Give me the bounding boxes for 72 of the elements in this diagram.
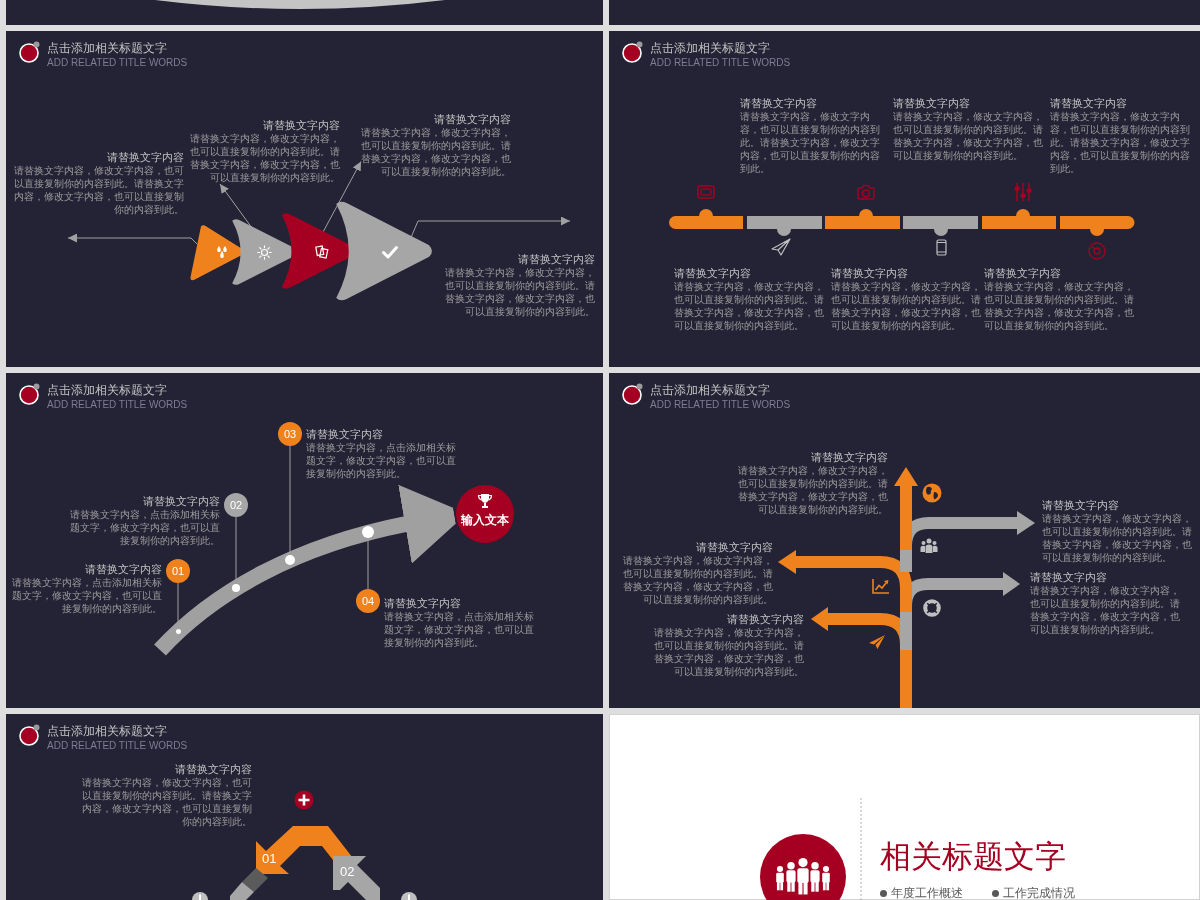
heading-text: 请替换文字内容 <box>1050 96 1127 110</box>
bullet-text: 年度工作概述 <box>891 886 963 900</box>
step-number: 01 <box>262 851 277 866</box>
slide-subtitle: ADD RELATED TITLE WORDS <box>650 399 791 411</box>
heading-text: 请替换文字内容 <box>811 450 888 464</box>
step-number: 02 <box>340 864 355 879</box>
heading-text: 请替换文字内容 <box>85 562 162 576</box>
heading-text: 请替换文字内容 <box>740 96 817 110</box>
step-marker <box>356 589 380 613</box>
section-title: 相关标题文字 <box>880 839 1066 874</box>
body-text: 请替换文字内容，点击添加相关标题文字，修改文字内容，也可以直接复制你的内容到此。 <box>384 610 534 649</box>
heading-text: 请替换文字内容 <box>674 266 751 280</box>
heading-text: 请替换文字内容 <box>831 266 908 280</box>
circle-label: 输入文本 <box>461 513 509 527</box>
body-text: 请替换文字内容，修改文字内容，也可以直接复制你的内容到此。请替换文字内容，修改文字内容，也可以直接复制你的内容到此。 <box>1030 584 1180 636</box>
heading-text: 请替换文字内容 <box>175 762 252 776</box>
step-marker <box>278 422 302 446</box>
heading-text: 请替换文字内容 <box>384 596 461 610</box>
body-text: 请替换文字内容，修改文字内容，也可以直接复制你的内容到此。请替换文字内容，修改文字内容，也可以直接复制你的内容到此。 <box>740 110 881 175</box>
bullet-text: 工作完成情况 <box>1003 886 1075 900</box>
goal-circle <box>456 485 514 543</box>
slide-title: 点击添加相关标题文字 <box>650 383 770 397</box>
body-text: 请替换文字内容，修改文字内容，也可以直接复制你的内容到此。请替换文字内容，修改文字内容，也可以直接复制你的内容到此。 <box>893 110 1043 162</box>
heading-text: 请替换文字内容 <box>143 494 220 508</box>
heading-text: 请替换文字内容 <box>893 96 970 110</box>
slide-panel <box>6 714 603 900</box>
body-text: 请替换文字内容，点击添加相关标题文字，修改文字内容，也可以直接复制你的内容到此。 <box>70 508 220 547</box>
step-marker <box>166 559 190 583</box>
heading-text: 请替换文字内容 <box>1030 570 1107 584</box>
body-text: 请替换文字内容，修改文字内容，也可以直接复制你的内容到此。请替换文字内容，修改文字内容，也可以直接复制你的内容到此。 <box>1050 110 1191 175</box>
heading-text: 请替换文字内容 <box>984 266 1061 280</box>
slide-panel <box>6 0 603 25</box>
step-number: 02 <box>229 499 243 511</box>
heading-text: 请替换文字内容 <box>107 150 184 164</box>
slide-title: 点击添加相关标题文字 <box>47 383 167 397</box>
body-text: 请替换文字内容，修改文字内容，也可以直接复制你的内容到此。请替换文字内容，修改文字内容，也可以直接复制你的内容到此。 <box>623 554 773 606</box>
heading-text: 请替换文字内容 <box>434 112 511 126</box>
body-text: 请替换文字内容，修改文字内容，也可以直接复制你的内容到此。请替换文字内容，修改文字内容，也可以直接复制你的内容到此。 <box>674 280 824 332</box>
body-text: 请替换文字内容，修改文字内容，也可以直接复制你的内容到此。请替换文字内容，修改文字内容，也可以直接复制你的内容到此。 <box>361 126 511 178</box>
slide-panel <box>609 714 1200 900</box>
heading-text: 请替换文字内容 <box>1042 498 1119 512</box>
step-number: 01 <box>171 565 185 577</box>
slide-subtitle: ADD RELATED TITLE WORDS <box>47 57 188 69</box>
body-text: 请替换文字内容，修改文字内容，也可以直接复制你的内容到此。请替换文字内容，修改文字内容，也可以直接复制你的内容到此。 <box>14 164 184 216</box>
slide-subtitle: ADD RELATED TITLE WORDS <box>47 399 188 411</box>
heading-text: 请替换文字内容 <box>263 118 340 132</box>
heading-text: 请替换文字内容 <box>518 252 595 266</box>
step-marker <box>224 493 248 517</box>
body-text: 请替换文字内容，修改文字内容，也可以直接复制你的内容到此。请替换文字内容，修改文字内容，也可以直接复制你的内容到此。 <box>831 280 981 332</box>
body-text: 请替换文字内容，点击添加相关标题文字，修改文字内容，也可以直接复制你的内容到此。 <box>306 441 456 480</box>
body-text: 请替换文字内容，修改文字内容，也可以直接复制你的内容到此。请替换文字内容，修改文字内容，也可以直接复制你的内容到此。 <box>445 266 595 318</box>
heading-text: 请替换文字内容 <box>306 427 383 441</box>
leader-line <box>67 233 198 245</box>
body-text: 请替换文字内容，修改文字内容，也可以直接复制你的内容到此。请替换文字内容，修改文字内容，也可以直接复制你的内容到此。 <box>82 776 252 828</box>
slide-panel <box>609 0 1200 25</box>
body-text: 请替换文字内容，修改文字内容，也可以直接复制你的内容到此。请替换文字内容，修改文字内容，也可以直接复制你的内容到此。 <box>190 132 340 184</box>
body-text: 请替换文字内容，点击添加相关标题文字，修改文字内容，也可以直接复制你的内容到此。 <box>12 576 162 615</box>
body-text: 请替换文字内容，修改文字内容，也可以直接复制你的内容到此。请替换文字内容，修改文字内容，也可以直接复制你的内容到此。 <box>1042 512 1192 564</box>
slide-panel <box>6 31 603 367</box>
slide-panel <box>609 31 1200 367</box>
step-number: 04 <box>361 595 375 607</box>
body-text: 请替换文字内容，修改文字内容，也可以直接复制你的内容到此。请替换文字内容，修改文字内容，也可以直接复制你的内容到此。 <box>984 280 1134 332</box>
slide-title: 点击添加相关标题文字 <box>47 724 167 738</box>
slide-title: 点击添加相关标题文字 <box>47 41 167 55</box>
step-number: 03 <box>283 428 297 440</box>
heading-text: 请替换文字内容 <box>696 540 773 554</box>
leader-line <box>219 183 253 229</box>
slide-title: 点击添加相关标题文字 <box>650 41 770 55</box>
slide-subtitle: ADD RELATED TITLE WORDS <box>47 740 188 752</box>
body-text: 请替换文字内容，修改文字内容，也可以直接复制你的内容到此。请替换文字内容，修改文字内容，也可以直接复制你的内容到此。 <box>654 626 804 678</box>
slide-subtitle: ADD RELATED TITLE WORDS <box>650 57 791 69</box>
slide-panel <box>6 373 603 708</box>
